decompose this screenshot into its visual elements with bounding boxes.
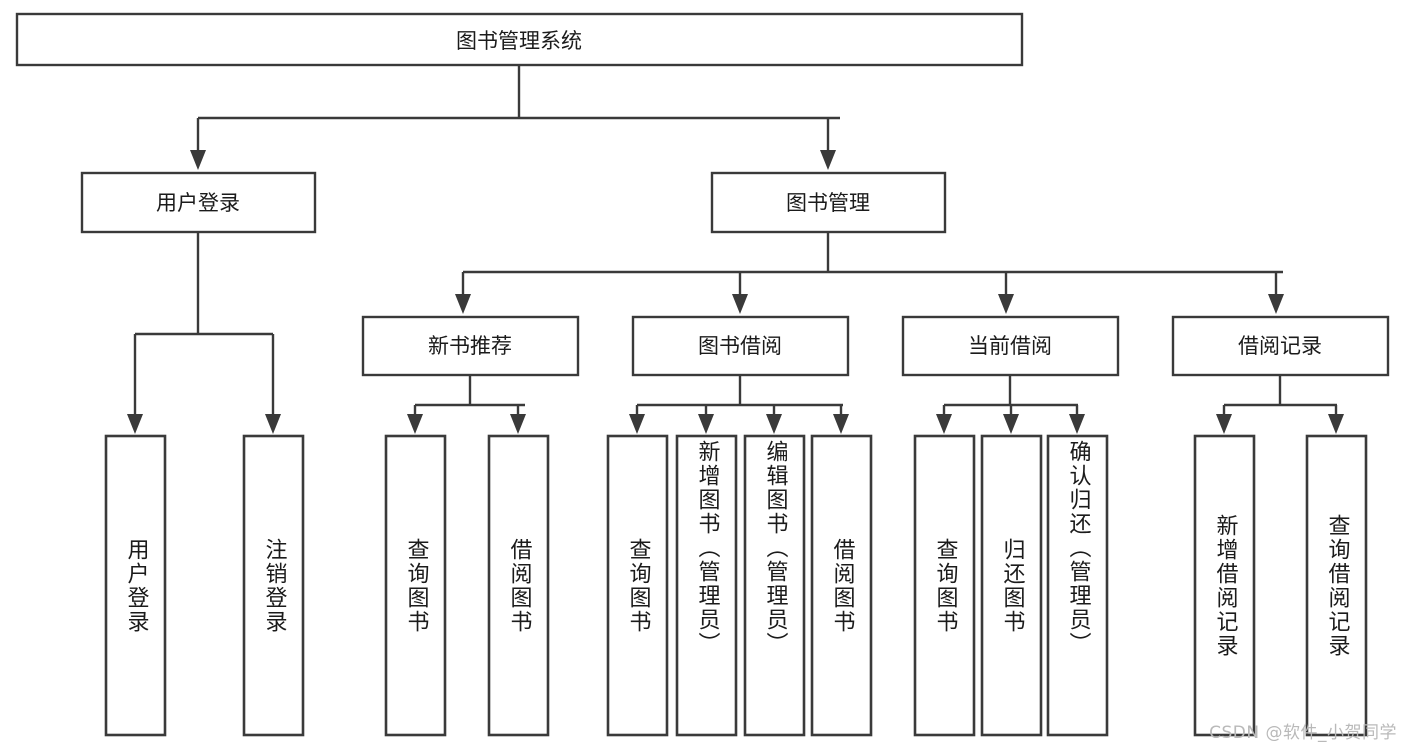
node-new-book-rec-label: 新书推荐: [428, 334, 512, 358]
node-user-login-box: [80, 171, 317, 234]
arrowhead-leaf-query-record: [1328, 414, 1344, 434]
node-leaf-return-book-box[interactable]: [980, 434, 1043, 737]
node-leaf-query-book-1-box[interactable]: [384, 434, 447, 737]
connector-user-login-to-leaves: [127, 232, 281, 434]
node-new-book-rec[interactable]: 新书推荐: [361, 315, 580, 377]
arrowhead-leaf-edit-book: [766, 414, 782, 434]
node-new-book-rec-box: [361, 315, 580, 377]
node-root[interactable]: 图书管理系统: [15, 12, 1024, 67]
node-borrow-record-box: [1171, 315, 1390, 377]
node-leaf-query-book-2-box[interactable]: [606, 434, 669, 737]
node-user-login[interactable]: 用户登录: [80, 171, 317, 234]
arrowhead-book-borrow: [732, 294, 748, 314]
arrowhead-leaf-return-book: [1003, 414, 1019, 434]
leaf-boxes: [104, 434, 1368, 737]
node-root-box: [15, 12, 1024, 67]
node-leaf-query-book-3-box[interactable]: [913, 434, 976, 737]
arrowhead-borrow-record: [1268, 294, 1284, 314]
node-current-borrow-box: [901, 315, 1120, 377]
connector-new-book-rec-to-leaves: [407, 375, 526, 434]
node-book-manage-label: 图书管理: [786, 191, 870, 215]
arrowhead-leaf-query-book-2: [629, 414, 645, 434]
node-book-borrow[interactable]: 图书借阅: [631, 315, 850, 377]
arrowhead-leaf-query-book-3: [936, 414, 952, 434]
arrowhead-leaf-user-logout: [265, 414, 281, 434]
arrowhead-leaf-user-login: [127, 414, 143, 434]
node-leaf-query-record-box[interactable]: [1305, 434, 1368, 737]
connector-current-borrow-to-leaves: [936, 375, 1085, 434]
csdn-watermark: CSDN @软件_小贺同学: [1209, 723, 1397, 743]
arrowhead-leaf-borrow-book-1: [510, 414, 526, 434]
connector-book-manage-to-level3: [455, 232, 1284, 314]
connector-root-to-level2: [190, 65, 840, 170]
node-current-borrow-label: 当前借阅: [968, 334, 1052, 358]
arrowhead-leaf-query-book-1: [407, 414, 423, 434]
node-book-manage-box: [710, 171, 947, 234]
node-leaf-edit-book-box[interactable]: [743, 434, 806, 737]
arrowhead-leaf-add-record: [1216, 414, 1232, 434]
node-leaf-confirm-return-box[interactable]: [1046, 434, 1109, 737]
connector-borrow-record-to-leaves: [1216, 375, 1344, 434]
arrowhead-new-book-rec: [455, 294, 471, 314]
arrowhead-user-login: [190, 150, 206, 170]
arrowhead-leaf-confirm-return: [1069, 414, 1085, 434]
node-book-borrow-box: [631, 315, 850, 377]
node-leaf-user-logout-box[interactable]: [242, 434, 305, 737]
node-user-login-label: 用户登录: [156, 191, 240, 215]
node-leaf-user-login-box[interactable]: [104, 434, 167, 737]
node-borrow-record[interactable]: 借阅记录: [1171, 315, 1390, 377]
node-book-manage[interactable]: 图书管理: [710, 171, 947, 234]
arrowhead-leaf-add-book: [698, 414, 714, 434]
node-root-label: 图书管理系统: [456, 29, 582, 53]
node-borrow-record-label: 借阅记录: [1238, 334, 1322, 358]
node-leaf-borrow-book-2-box[interactable]: [810, 434, 873, 737]
connector-book-borrow-to-leaves: [629, 375, 849, 434]
node-book-borrow-label: 图书借阅: [698, 334, 782, 358]
node-leaf-add-book-box[interactable]: [675, 434, 738, 737]
node-leaf-borrow-book-1-box[interactable]: [487, 434, 550, 737]
node-leaf-add-record-box[interactable]: [1193, 434, 1256, 737]
arrowhead-leaf-borrow-book-2: [833, 414, 849, 434]
arrowhead-book-manage: [820, 150, 836, 170]
node-current-borrow[interactable]: 当前借阅: [901, 315, 1120, 377]
arrowhead-current-borrow: [998, 294, 1014, 314]
